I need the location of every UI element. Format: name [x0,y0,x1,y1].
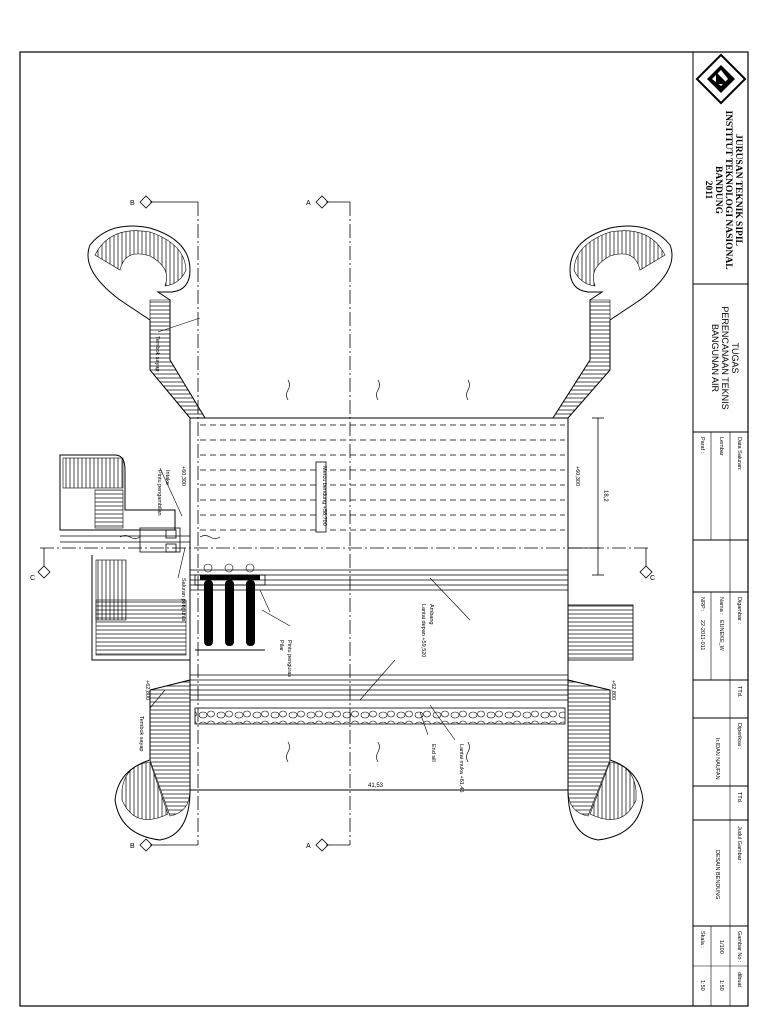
crest-dashed-lines [200,424,565,531]
label-sheet: Lembar [718,437,724,456]
left-downstream-wing-wall [114,679,191,841]
task-line-1: TUGAS [730,342,740,373]
label-intake-gate: Pintu pengambilan [156,470,162,516]
label-page: Paraf : [699,437,705,454]
value-nrp: 22-2011-011 [699,620,705,650]
plan-labels: Tembok sayap Intake Pintu pengambilan Sa… [138,336,616,792]
section-a-bottom: A [306,843,311,850]
section-c-left: C [30,575,35,582]
label-name: Nama : [718,597,724,615]
label-stilling: Ambang [428,604,434,625]
section-b-top: B [130,200,135,207]
label-elev-2: +60,300 [574,466,580,486]
dimension-width-label: 18,2 [602,490,608,502]
institution-line-2: INSTITUT TEKNOLOGI NASIONAL [723,110,733,269]
label-end-sill: End sill [430,744,436,762]
label-apron-2: Lantai muka +61,45 [458,744,464,792]
label-weir-crest: Mercu bendung +58,700 [321,466,327,526]
label-data: Data Saluran: [736,437,742,471]
flow-arrows [119,379,470,763]
left-intake-structure [59,454,191,661]
label-approved: Diperiksa : [736,723,742,749]
value-approved: Ir.IDAN NAUFAN [714,738,720,780]
right-side-block [567,547,634,661]
title-block: JURUSAN TEKNIK SIPIL INSTITUT TEKNOLOGI … [692,51,749,1007]
label-drawn: Digambar : [736,597,742,624]
value-drawing-title: DESAIN BENDUNG [714,850,720,900]
label-nrp: NRP : [699,597,705,612]
dimension-width [592,417,604,576]
label-flush-channel: Saluran penguras [180,578,186,622]
dimension-length-label: 41,53 [368,783,384,789]
label-drawing-title: Judul Gambar : [736,826,742,864]
task-line-3: BANGUNAN AIR [710,324,720,393]
section-markers [37,195,653,852]
left-upstream-wing-wall [87,225,206,419]
section-c-right: C [650,575,655,582]
leader-lines [149,317,471,741]
right-upstream-wing-wall [552,225,673,419]
section-a-top: A [306,200,311,207]
task-line-2: PERENCANAAN TEKNIS [720,306,730,409]
sheet-border [19,51,749,1007]
label-wing-wall-downstream: Tembok sayap [138,716,144,751]
value-scale: 1:50 [699,980,705,991]
label-sign-2: TTd. [736,792,742,804]
weir-plan: B A B A C C [30,195,673,852]
value-drawing-no: 1/100 [718,940,724,954]
label-flush-gate: Pintu penguras [286,640,292,677]
value-name: EUNEKE_W [718,620,724,652]
label-pillar: Pilar [278,640,284,651]
riprap-band [194,707,566,725]
right-downstream-wing-wall [567,679,644,841]
institution-logo [695,53,747,105]
label-apron: Lantai depan +59,520 [420,604,426,657]
label-intake: Intake [164,470,170,485]
institution-line-3: BANDUNG [713,166,723,215]
flush-sluice-piers [194,563,266,651]
label-sign-1: TTd. [736,686,742,698]
label-elev-3: +62,800 [144,680,150,700]
label-sheets: dibuat [736,972,742,987]
label-scale: Skala : [699,931,705,948]
label-drawing-no: Gambar No : [736,931,742,963]
institution-year: 2011 [703,181,713,200]
label-wing-wall-upstream: Tembok sayap [154,336,160,371]
institution-line-1: JURUSAN TEKNIK SIPIL [733,134,743,246]
value-sheets: 1:50 [718,980,724,991]
section-b-bottom: B [130,843,135,850]
section-lines [40,202,650,845]
crest-label-box [315,461,327,533]
label-elev-4: +62,800 [610,680,616,700]
label-elev-1: +60,300 [180,466,186,486]
